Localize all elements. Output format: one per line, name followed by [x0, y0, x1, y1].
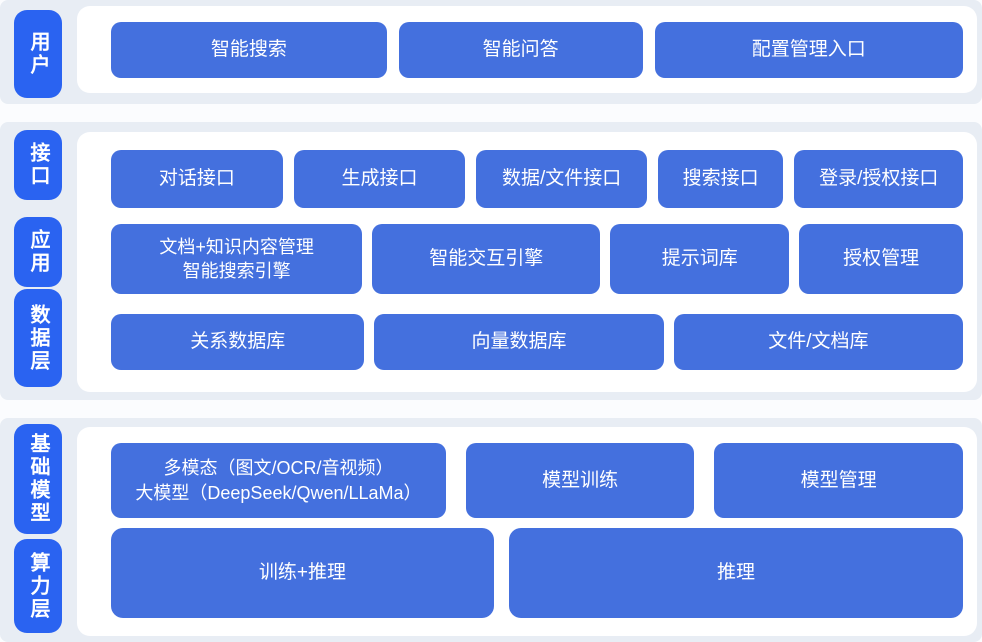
layer-tag-compute-layer: 算力层	[14, 539, 62, 633]
block-multimodal-llm: 多模态（图文/OCR/音视频） 大模型（DeepSeek/Qwen/LLaMa）	[111, 443, 446, 518]
block-config-management-entry: 配置管理入口	[654, 22, 963, 78]
block-model-training: 模型训练	[465, 443, 695, 518]
block-relational-database: 关系数据库	[111, 314, 365, 370]
layer-tag-interface: 接口	[14, 130, 62, 200]
block-authorization-management: 授权管理	[799, 224, 963, 294]
block-search-api: 搜索接口	[657, 150, 784, 208]
layer-tag-foundation-model: 基础模型	[14, 424, 62, 534]
block-generation-api: 生成接口	[293, 150, 466, 208]
layer-tag-data-layer: 数据层	[14, 289, 62, 387]
block-model-management: 模型管理	[714, 443, 963, 518]
panel-model-compute-layers: 多模态（图文/OCR/音视频） 大模型（DeepSeek/Qwen/LLaMa）…	[77, 427, 977, 636]
layer-tag-user: 用户	[14, 10, 62, 98]
panel-middle-layers: 对话接口 生成接口 数据/文件接口 搜索接口 登录/授权接口 文档+知识内容管理…	[77, 132, 977, 392]
block-prompt-library: 提示词库	[610, 224, 790, 294]
block-smart-search: 智能搜索	[111, 22, 387, 78]
block-training-plus-inference: 训练+推理	[111, 528, 494, 618]
block-data-file-api: 数据/文件接口	[476, 150, 647, 208]
block-dialog-api: 对话接口	[111, 150, 283, 208]
block-vector-database: 向量数据库	[374, 314, 664, 370]
section-user-layer: 用户 智能搜索 智能问答 配置管理入口	[0, 0, 982, 104]
panel-user-layer: 智能搜索 智能问答 配置管理入口	[77, 6, 977, 93]
block-login-auth-api: 登录/授权接口	[794, 150, 964, 208]
layer-tag-application: 应用	[14, 217, 62, 287]
section-middle-layers: 接口 应用 数据层 对话接口 生成接口 数据/文件接口 搜索接口 登录/授权接口…	[0, 122, 982, 400]
block-doc-knowledge-search-engine: 文档+知识内容管理 智能搜索引擎	[111, 224, 363, 294]
block-file-document-library: 文件/文档库	[673, 314, 963, 370]
block-inference: 推理	[508, 528, 963, 618]
block-smart-qa: 智能问答	[398, 22, 643, 78]
section-model-compute-layers: 基础模型 算力层 多模态（图文/OCR/音视频） 大模型（DeepSeek/Qw…	[0, 418, 982, 642]
block-intelligent-interaction-engine: 智能交互引擎	[372, 224, 601, 294]
